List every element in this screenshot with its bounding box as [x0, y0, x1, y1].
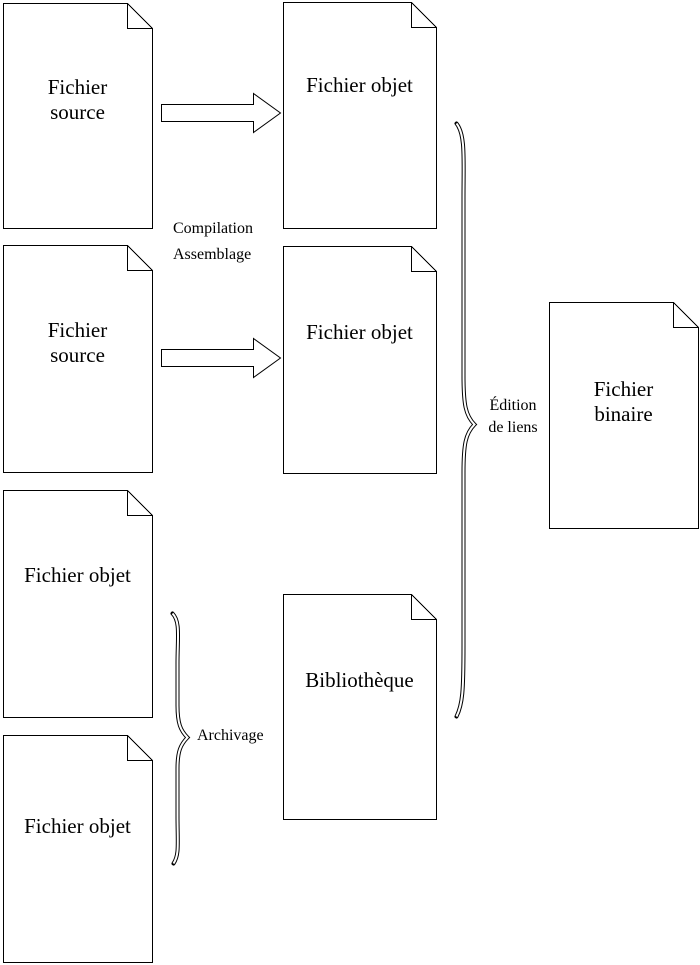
- arrow-right-icon-compilation-1: [161, 92, 282, 134]
- folded-corner-icon: [411, 594, 437, 620]
- label-fichier-objet-2: Fichier objet: [306, 320, 413, 344]
- folded-corner-icon: [411, 246, 437, 272]
- brace-archivage: [170, 611, 191, 866]
- document-outline: [283, 246, 437, 474]
- label-bibliotheque: Bibliothèque: [305, 668, 414, 692]
- folded-corner-icon: [127, 245, 153, 271]
- document-outline: [283, 2, 437, 229]
- brace-inner: [171, 612, 189, 865]
- label-fichier-objet-3: Fichier objet: [24, 563, 131, 587]
- document-outline: [3, 490, 153, 718]
- document-shape-fichier-binaire: [549, 302, 699, 529]
- label-compilation: Compilation: [173, 220, 253, 237]
- document-shape-bibliotheque: [283, 594, 437, 820]
- document-shape-fichier-source-2: [3, 245, 153, 473]
- document-outline: [3, 245, 153, 473]
- folded-corner-icon: [127, 3, 153, 29]
- label-fichier-objet-1: Fichier objet: [306, 73, 413, 97]
- folded-corner-icon: [127, 735, 153, 761]
- folded-corner-icon: [673, 302, 699, 328]
- document-outline: [3, 3, 153, 229]
- folded-corner-icon: [411, 2, 437, 28]
- brace-edition-de-liens: [454, 121, 478, 719]
- label-fichier-objet-4: Fichier objet: [24, 814, 131, 838]
- label-fichier-source-1: Fichier source: [47, 75, 108, 124]
- label-fichier-source-2: Fichier source: [47, 318, 108, 367]
- brace-inner: [455, 122, 476, 717]
- document-shape-fichier-objet-2: [283, 246, 437, 474]
- document-outline: [549, 302, 699, 529]
- document-shape-fichier-objet-3: [3, 490, 153, 718]
- arrow-right-icon-compilation-2: [161, 337, 282, 379]
- document-shape-fichier-objet-1: [283, 2, 437, 229]
- document-outline: [283, 594, 437, 820]
- label-fichier-binaire: Fichier binaire: [593, 377, 654, 426]
- document-shape-fichier-source-1: [3, 3, 153, 229]
- document-shape-fichier-objet-4: [3, 735, 153, 963]
- label-edition-de-liens: Édition de liens: [488, 397, 538, 436]
- folded-corner-icon: [127, 490, 153, 516]
- label-assemblage: Assemblage: [173, 246, 252, 263]
- label-archivage: Archivage: [197, 727, 264, 744]
- document-outline: [3, 735, 153, 963]
